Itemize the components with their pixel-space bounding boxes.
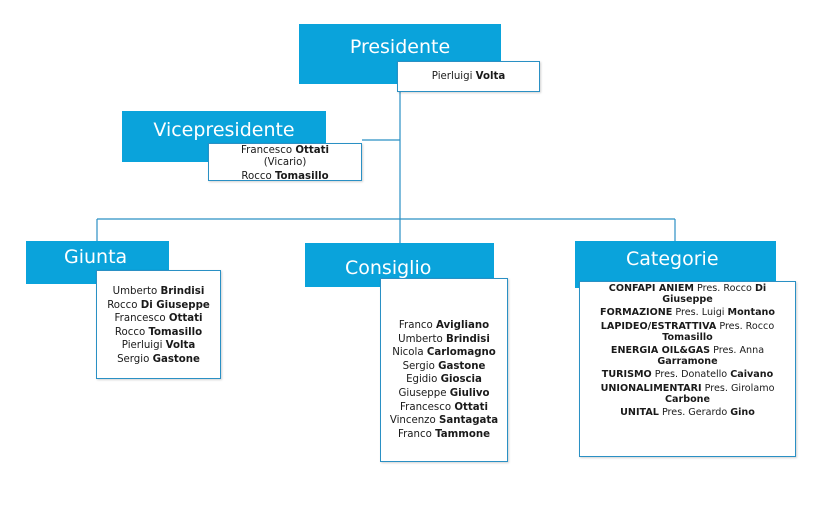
- categoria-item: CONFAPI ANIEM Pres. Rocco Di Giuseppe: [608, 283, 767, 306]
- giunta-member: Umberto Brindisi: [112, 286, 205, 297]
- vicepresidente-box: Francesco Ottati (Vicario) Rocco Tomasil…: [208, 143, 362, 183]
- giunta-member: Pierluigi Volta: [121, 340, 196, 352]
- vicepresidente-title: Vicepresidente: [153, 119, 295, 141]
- consiglio-member: Vincenzo Santagata: [389, 415, 499, 427]
- categoria-item: TURISMO Pres. Donatello Caivano: [601, 369, 774, 381]
- presidente-title: Presidente: [349, 36, 451, 58]
- consiglio-member: Egidio Gioscia: [406, 374, 482, 386]
- categoria-item: UNITAL Pres. Gerardo Gino: [620, 407, 755, 419]
- consiglio-member: Giuseppe Giulivo: [398, 387, 490, 399]
- categorie-header: Categorie: [575, 241, 776, 288]
- categoria-item: FORMAZIONE Pres. Luigi Montano: [600, 307, 775, 319]
- vicepresidente-member: Francesco Ottati: [241, 145, 329, 156]
- giunta-member: Rocco Tomasillo: [114, 326, 203, 338]
- vicepresidente-note: (Vicario): [263, 156, 307, 168]
- giunta-member: Francesco Ottati: [114, 313, 203, 325]
- consiglio-member: Franco Avigliano: [398, 320, 490, 331]
- consiglio-member: Nicola Carlomagno: [392, 347, 496, 359]
- categoria-item: LAPIDEO/ESTRATTIVA Pres. Rocco Tomasillo: [600, 320, 775, 343]
- categoria-item: ENERGIA OIL&GAS Pres. Anna Garramone: [610, 345, 765, 368]
- consiglio-title: Consiglio: [345, 257, 432, 279]
- consiglio-member: Francesco Ottati: [400, 401, 488, 413]
- giunta-member: Rocco Di Giuseppe: [107, 299, 210, 311]
- giunta-box: Umberto Brindisi Rocco Di Giuseppe Franc…: [96, 270, 221, 379]
- vicepresidente-member: Rocco Tomasillo: [241, 171, 329, 183]
- giunta-title: Giunta: [64, 246, 128, 268]
- consiglio-member: Umberto Brindisi: [398, 333, 490, 345]
- categorie-box: CONFAPI ANIEM Pres. Rocco Di Giuseppe FO…: [579, 281, 796, 457]
- categorie-title: Categorie: [626, 248, 719, 270]
- categoria-item: UNIONALIMENTARI Pres. Girolamo Carbone: [600, 382, 775, 405]
- consiglio-member: Sergio Gastone: [402, 360, 486, 372]
- presidente-member: Pierluigi Volta: [431, 71, 506, 82]
- consiglio-member: Franco Tammone: [398, 428, 490, 440]
- giunta-member: Sergio Gastone: [117, 353, 200, 365]
- presidente-box: Pierluigi Volta: [397, 61, 540, 92]
- consiglio-box: Franco Avigliano Umberto Brindisi Nicola…: [380, 278, 508, 462]
